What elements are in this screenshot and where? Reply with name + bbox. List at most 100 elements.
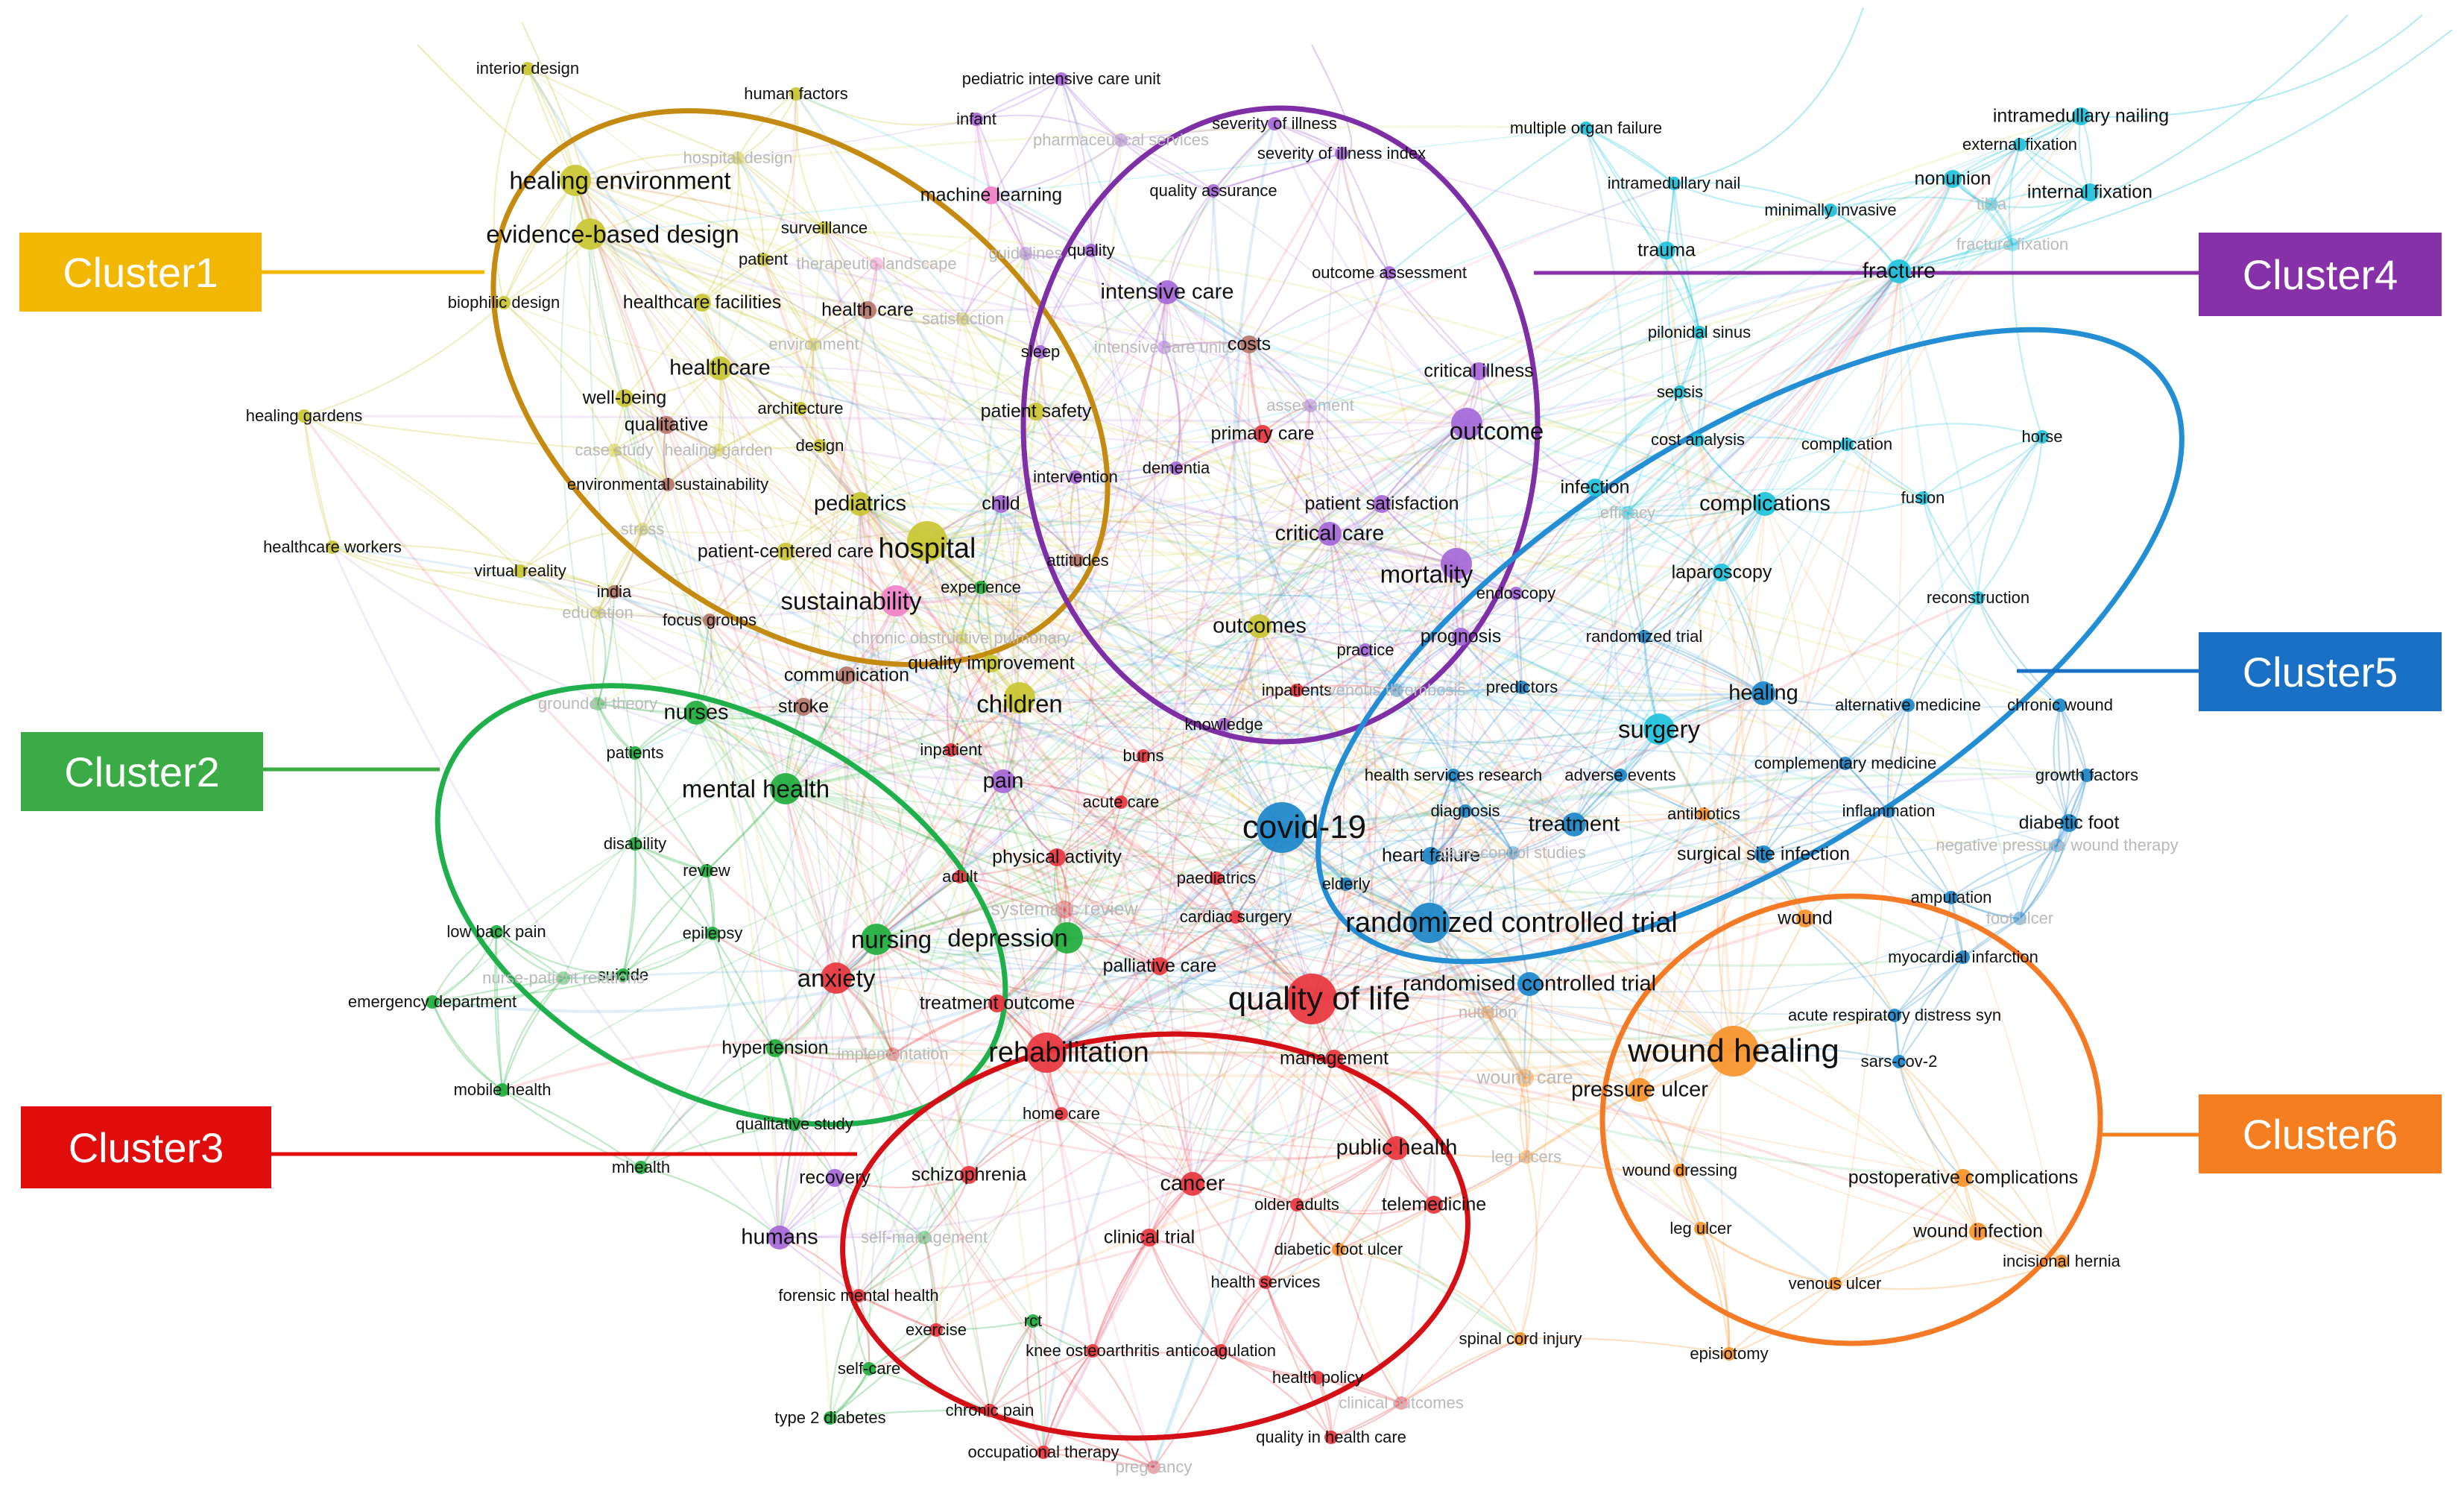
node-label[interactable]: interior design [476,59,580,78]
node-n130[interactable] [1579,122,1593,135]
node-n2[interactable] [789,87,803,101]
node-n182[interactable] [1892,1055,1906,1068]
node-label[interactable]: practice [1336,640,1394,659]
node-n58[interactable] [1114,795,1128,809]
node-n81[interactable] [1259,1276,1272,1289]
node-label[interactable]: mortality [1380,560,1473,588]
node-label[interactable]: chronic wound [2007,696,2113,714]
node-n152[interactable] [1637,630,1651,643]
node-label[interactable]: self-care [837,1359,901,1378]
node-n23[interactable] [636,523,649,536]
node-label[interactable]: growth factors [2035,766,2139,784]
node-n62[interactable] [1055,901,1073,918]
node-n13[interactable] [708,356,732,380]
node-n87[interactable] [862,1362,876,1375]
node-label[interactable]: management [1280,1047,1389,1069]
node-label[interactable]: cost analysis [1651,430,1745,449]
node-n88[interactable] [1311,1371,1324,1384]
node-label[interactable]: clinical trial [1103,1226,1195,1248]
node-label[interactable]: minimally invasive [1764,201,1897,219]
node-n193[interactable] [1722,1347,1736,1361]
node-label[interactable]: home care [1023,1104,1100,1123]
node-label[interactable]: acute respiratory distress syn [1787,1006,2002,1024]
node-label[interactable]: attitudes [1046,551,1109,570]
node-label[interactable]: infection [1560,476,1630,498]
node-label[interactable]: pilonidal sinus [1647,323,1751,341]
node-label[interactable]: patients [606,743,664,762]
node-label[interactable]: cancer [1160,1171,1225,1196]
node-label[interactable]: adult [942,867,978,886]
node-n159[interactable] [2080,769,2094,782]
node-n187[interactable] [1954,1169,1972,1187]
node-label[interactable]: complication [1801,435,1893,453]
node-label[interactable]: case-control studies [1440,843,1586,862]
node-n114[interactable] [1451,408,1482,439]
node-label[interactable]: health services research [1364,766,1543,784]
node-label[interactable]: complementary medicine [1754,754,1937,772]
node-n28[interactable] [591,606,604,620]
node-n184[interactable] [1628,1078,1652,1102]
node-n102[interactable] [1084,244,1098,257]
node-n156[interactable] [2053,699,2067,712]
node-n155[interactable] [1901,699,1915,712]
node-n121[interactable] [1441,548,1472,579]
node-label[interactable]: wound infection [1913,1220,2043,1242]
node-label[interactable]: focus groups [663,611,756,629]
node-n19[interactable] [813,439,827,453]
node-label[interactable]: randomized trial [1585,627,1703,646]
node-label[interactable]: sleep [1020,342,1061,361]
node-n68[interactable] [1286,974,1337,1024]
node-label[interactable]: exercise [906,1320,967,1339]
node-label[interactable]: well-being [582,387,667,409]
node-label[interactable]: nurses [663,700,729,725]
node-label[interactable]: intensive care [1100,280,1234,304]
node-n149[interactable] [1916,491,1930,505]
node-n42[interactable] [700,864,713,877]
node-n85[interactable] [1086,1344,1099,1358]
node-n120[interactable] [1071,554,1084,567]
node-label[interactable]: pain [982,769,1024,793]
node-label[interactable]: education [562,603,634,622]
node-label[interactable]: hypertension [721,1037,829,1059]
node-n14[interactable] [616,389,634,407]
node-label[interactable]: tibia [1976,195,2007,213]
node-n107[interactable] [1034,345,1047,359]
node-n86[interactable] [1214,1344,1228,1358]
node-n12[interactable] [807,338,821,351]
node-n108[interactable] [1157,341,1171,354]
node-label[interactable]: self-management [861,1228,988,1246]
node-n84[interactable] [929,1323,943,1337]
node-label[interactable]: acute care [1082,792,1160,811]
node-label[interactable]: therapeutic landscape [796,254,957,273]
node-n177[interactable] [1956,951,1970,964]
node-n21[interactable] [297,409,311,423]
node-n97[interactable] [1268,117,1281,130]
node-label[interactable]: surgery [1617,715,1701,743]
node-label[interactable]: dementia [1142,458,1210,477]
node-label[interactable]: emergency department [347,992,517,1011]
node-label[interactable]: treatment [1528,812,1620,836]
node-n143[interactable] [1691,433,1705,447]
node-label[interactable]: stress [620,520,665,538]
node-label[interactable]: wound care [1476,1067,1573,1088]
node-label[interactable]: diabetic foot [2018,812,2120,833]
node-label[interactable]: episiotomy [1690,1344,1769,1363]
node-label[interactable]: randomized controlled trial [1345,907,1678,939]
node-n127[interactable] [1290,684,1304,697]
node-label[interactable]: mental health [681,775,830,803]
node-n160[interactable] [1447,769,1460,782]
node-n124[interactable] [1248,614,1272,638]
node-n94[interactable] [1147,1460,1160,1474]
node-n37[interactable] [684,701,708,725]
node-label[interactable]: mhealth [611,1158,671,1176]
node-n106[interactable] [1383,266,1396,280]
node-label[interactable]: randomised controlled trial [1402,971,1657,996]
node-label[interactable]: healthcare workers [263,538,402,556]
node-label[interactable]: children [976,690,1063,718]
node-n41[interactable] [628,837,642,851]
node-label[interactable]: pressure ulcer [1571,1077,1708,1102]
node-n134[interactable] [1944,170,1962,188]
node-n63[interactable] [1229,910,1242,924]
node-label[interactable]: laparoscopy [1671,561,1772,583]
node-label[interactable]: type 2 diabetes [774,1408,886,1427]
